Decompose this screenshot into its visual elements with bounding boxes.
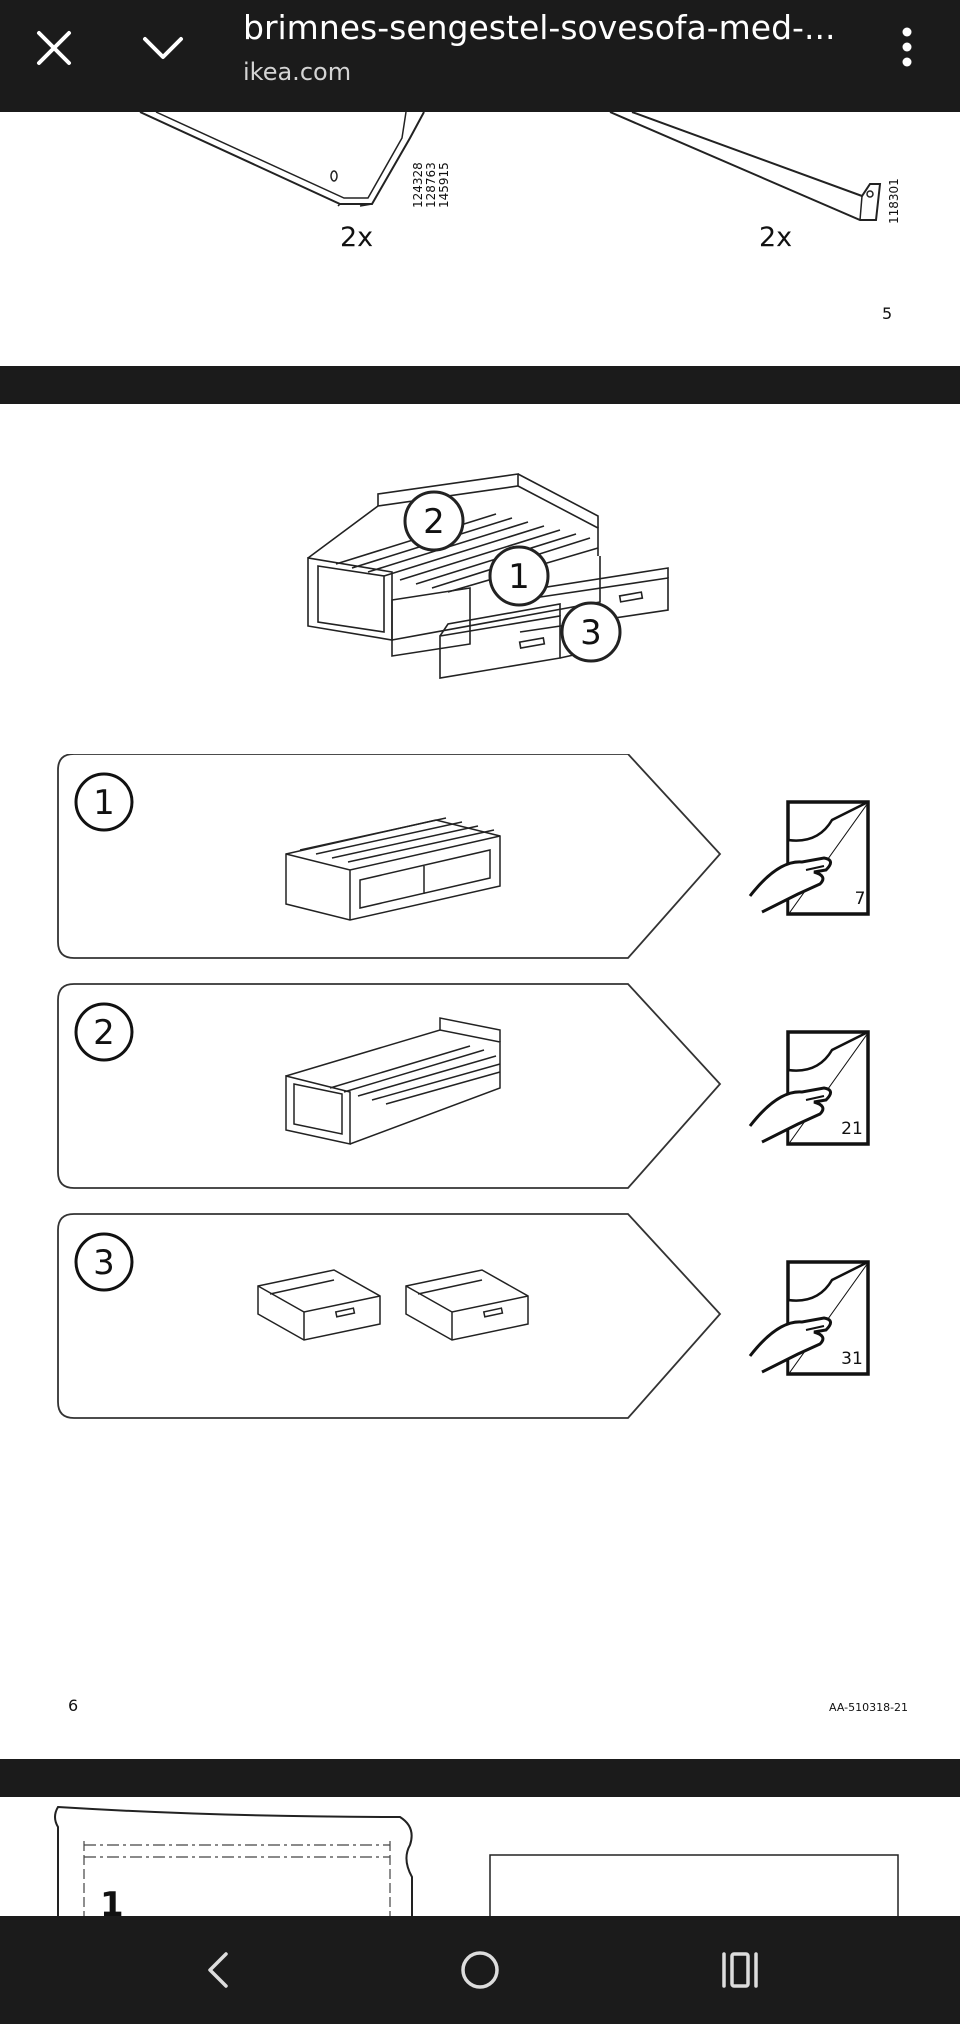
step-number-3: 3: [93, 1243, 115, 1283]
browser-top-bar: brimnes-sengestel-sovesofa-med-... ikea.…: [0, 0, 960, 112]
recents-icon[interactable]: [710, 1942, 770, 1998]
next-step-label: 1: [100, 1885, 124, 1916]
step-number-1: 1: [93, 783, 115, 823]
next-page-frames: [54, 1805, 899, 1916]
bed-overview-illustration: 2 1 3: [307, 473, 669, 679]
back-icon[interactable]: [190, 1942, 250, 1998]
chevron-down-icon[interactable]: [140, 30, 186, 66]
step-cards: 1 7 2 21: [57, 754, 870, 1419]
pdf-page-7: 1: [0, 1797, 960, 1916]
system-nav-bar: [0, 1916, 960, 2024]
step-card-2: 2 21: [57, 983, 870, 1189]
page-title[interactable]: brimnes-sengestel-sovesofa-med-...: [243, 8, 836, 47]
document-code: AA-510318-21: [829, 1701, 909, 1714]
overview-label-2: 2: [423, 502, 445, 542]
page-number: 6: [68, 1696, 79, 1715]
rail-illustrations: [139, 112, 882, 221]
close-icon[interactable]: [34, 28, 74, 68]
step-number-2: 2: [93, 1013, 115, 1053]
goto-page-3: 31: [841, 1349, 863, 1369]
step-card-1: 1 7: [57, 754, 870, 959]
part-numbers-left: 124328 128763 145915: [411, 162, 451, 208]
part-number-right: 118301: [887, 178, 901, 224]
quantity-right: 2x: [759, 222, 793, 253]
step-card-3: 3 31: [57, 1213, 870, 1419]
goto-page-1: 7: [855, 889, 866, 909]
page-number: 5: [882, 304, 893, 323]
overview-label-3: 3: [580, 613, 602, 653]
overview-label-1: 1: [508, 557, 530, 597]
page-url[interactable]: ikea.com: [243, 58, 352, 86]
more-vert-icon[interactable]: [892, 24, 922, 70]
pdf-page-6: 2 1 3 1 7: [0, 404, 960, 1759]
goto-page-2: 21: [841, 1119, 863, 1139]
quantity-left: 2x: [340, 222, 374, 253]
home-icon[interactable]: [450, 1942, 510, 1998]
pdf-page-5: 2x 2x 124328 128763 145915 118301 5: [0, 112, 960, 366]
